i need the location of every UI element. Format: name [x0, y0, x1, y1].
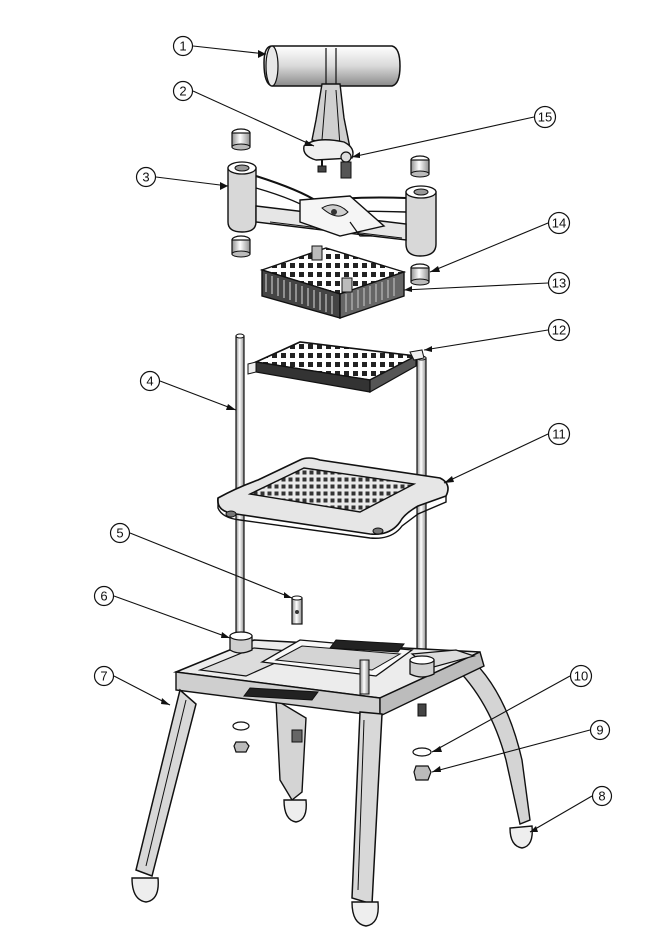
part-base-stand — [135, 639, 531, 905]
callout-14: 14 — [547, 211, 571, 235]
callout-number: 1 — [179, 39, 186, 54]
callout-number: 3 — [142, 170, 149, 185]
callout-number: 8 — [598, 789, 605, 804]
part-handle-plate — [303, 139, 354, 173]
callout-number: 10 — [574, 669, 588, 684]
callout-number: 15 — [538, 110, 552, 125]
callout-9: 9 — [589, 719, 611, 741]
part-nuts-washers — [232, 721, 432, 781]
callout-7: 7 — [93, 665, 115, 687]
callout-2: 2 — [172, 80, 194, 102]
callout-number: 2 — [179, 84, 186, 99]
callout-number: 13 — [552, 276, 566, 291]
callout-6: 6 — [93, 585, 115, 607]
callout-15: 15 — [533, 105, 557, 129]
callout-number: 9 — [596, 723, 603, 738]
part-locking-pin — [291, 595, 303, 625]
callout-3: 3 — [135, 166, 157, 188]
callout-number: 6 — [100, 589, 107, 604]
callout-number: 14 — [552, 216, 566, 231]
part-blade-grid — [247, 341, 425, 394]
callout-5: 5 — [109, 522, 131, 544]
callout-12: 12 — [547, 318, 571, 342]
part-bolt — [340, 151, 352, 179]
part-rubber-feet — [131, 799, 533, 927]
part-handle — [263, 45, 401, 149]
part-blade-holder — [217, 457, 449, 539]
callout-1: 1 — [172, 35, 194, 57]
callout-number: 7 — [100, 669, 107, 684]
leader-arrowheads — [161, 50, 538, 832]
callout-number: 4 — [146, 374, 153, 389]
callout-13: 13 — [547, 271, 571, 295]
callout-8: 8 — [591, 785, 613, 807]
part-rod-sockets — [229, 631, 435, 678]
callout-number: 11 — [552, 427, 566, 442]
callout-number: 5 — [116, 526, 123, 541]
callout-11: 11 — [547, 422, 571, 446]
callout-10: 10 — [569, 664, 593, 688]
lower-bushings — [231, 235, 430, 286]
part-pusher-carriage — [227, 161, 437, 257]
callout-4: 4 — [139, 370, 161, 392]
callout-number: 12 — [552, 323, 566, 338]
upper-bushings — [231, 128, 430, 178]
leader-lines — [113, 45, 593, 833]
part-pusher-block — [259, 245, 407, 319]
